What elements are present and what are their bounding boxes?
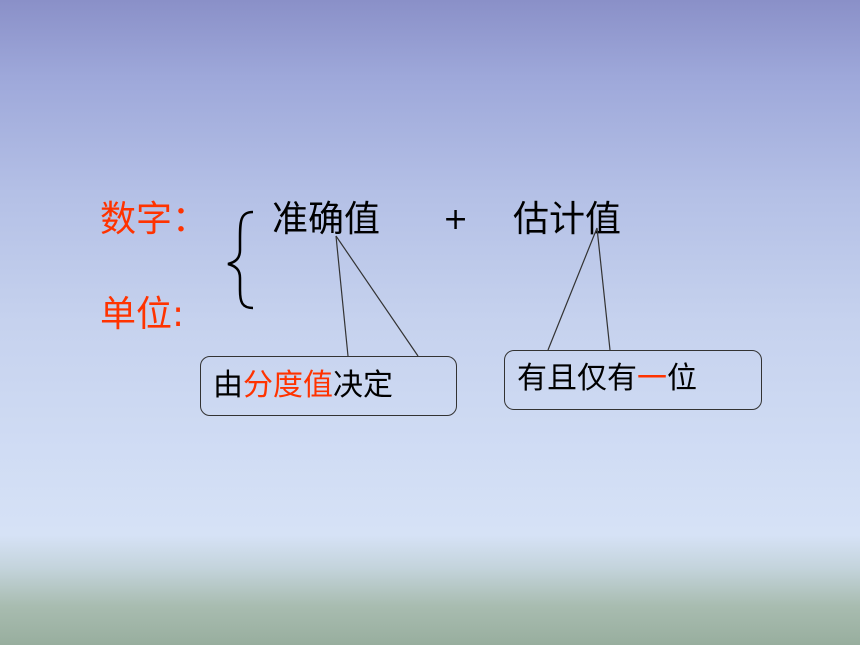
callout-left-part3: 决定 [333,368,393,403]
callout-right-part2: 一 [637,361,667,396]
callout-right-part1: 有且仅有 [517,361,637,396]
estimated-value-text: 估计值 [513,199,622,240]
right-callout-pointer [547,227,598,351]
plus-sign: + [443,202,469,237]
callout-left-part1: 由 [213,368,243,403]
callout-left-part2: 分度值 [243,368,333,403]
number-label: 数字： [100,199,209,240]
curly-brace [227,210,254,310]
one-digit-callout: 有且仅有一位 [504,350,762,410]
left-callout-pointer [335,235,349,357]
unit-label: 单位: [100,294,185,335]
division-value-callout: 由分度值决定 [200,356,457,416]
exact-value-text: 准确值 [272,199,381,240]
right-callout-pointer-2 [596,227,611,351]
left-callout-pointer-2 [335,235,419,357]
callout-right-part3: 位 [667,361,697,396]
